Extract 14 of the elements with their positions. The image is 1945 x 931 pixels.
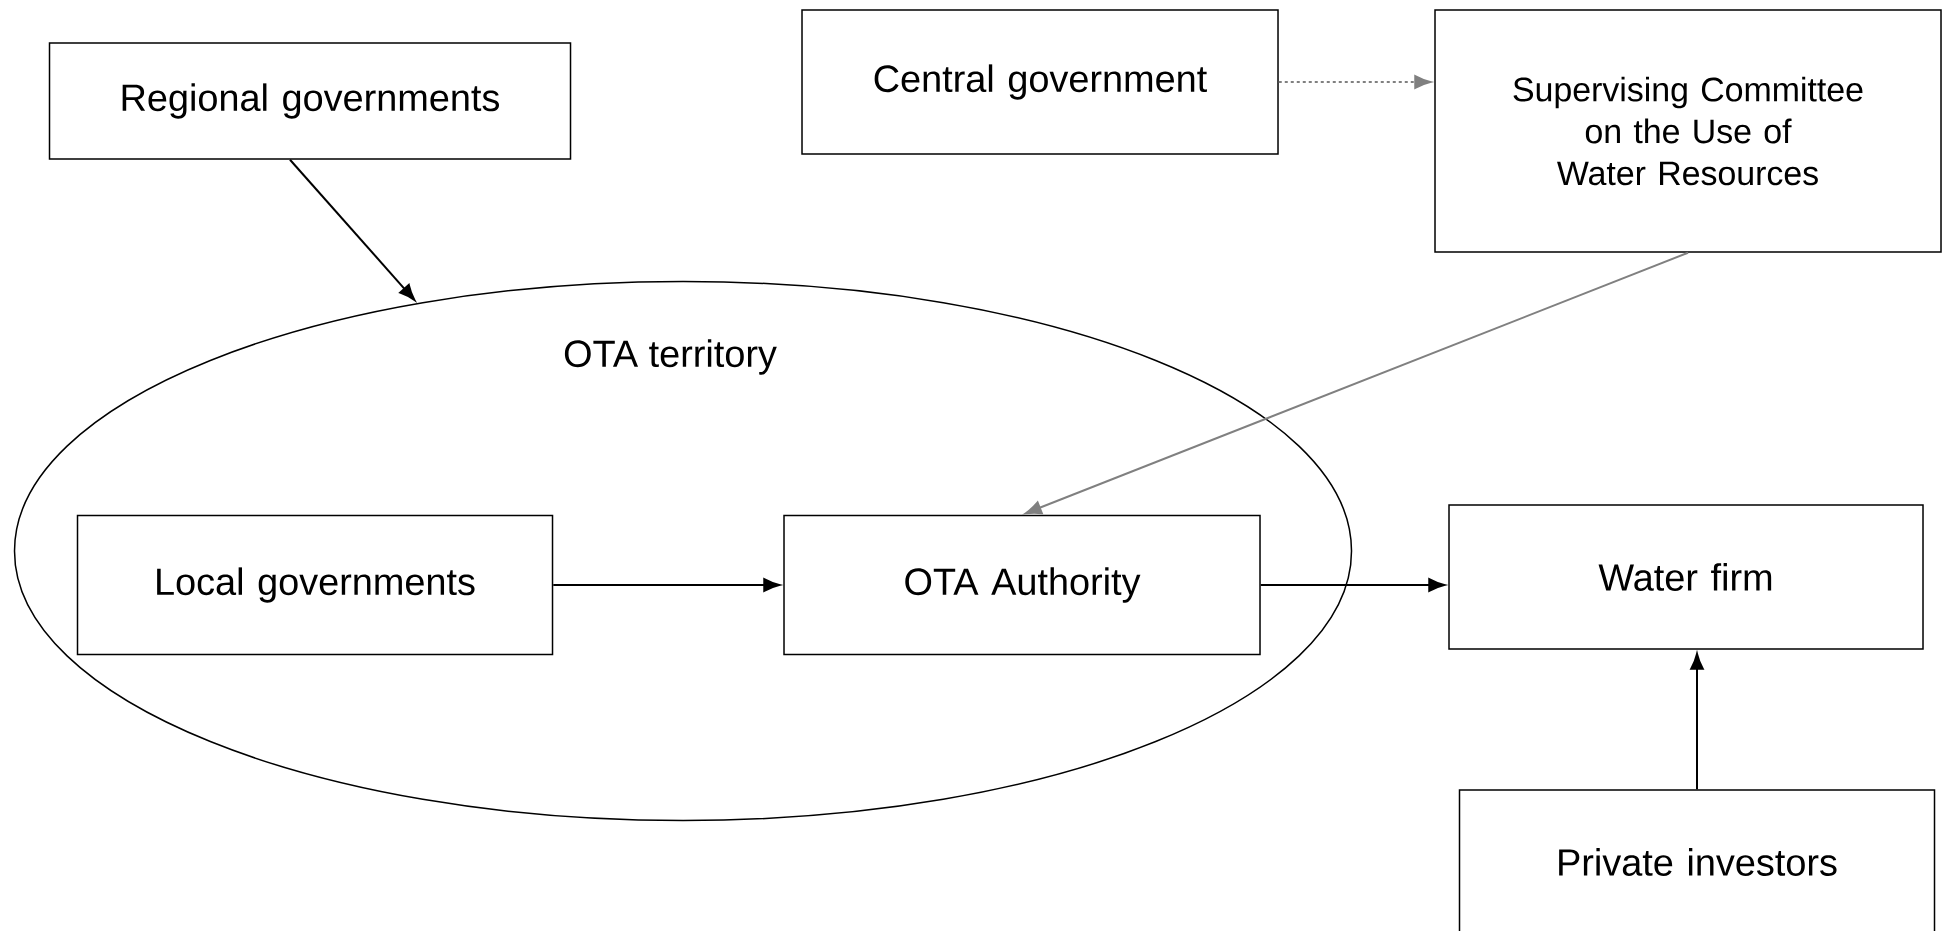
process-box: Central government (801, 9, 1279, 155)
process-box: OTA Authority (783, 514, 1261, 656)
process-box: Water firm (1448, 504, 1924, 650)
arrow (1024, 251, 1689, 515)
arrow (1259, 578, 1446, 592)
region-label: OTA territory (564, 339, 777, 375)
process-box: Private investors (1458, 789, 1936, 931)
process-box: Supervising Committee on the Use of Water Resources (1434, 9, 1942, 253)
arrow (1277, 75, 1432, 89)
arrow (1690, 652, 1704, 791)
process-box: Regional governments (48, 42, 572, 160)
arrow (552, 578, 781, 592)
process-box: Local governments (76, 514, 554, 656)
arrow (289, 158, 416, 301)
